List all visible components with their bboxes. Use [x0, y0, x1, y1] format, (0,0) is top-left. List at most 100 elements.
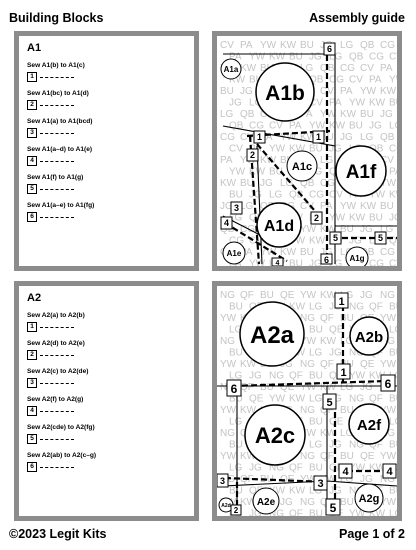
- step-number: 3: [27, 128, 37, 138]
- fabric-code: QF: [369, 302, 383, 313]
- seam-number: 5: [330, 501, 337, 515]
- fabric-code: QF: [240, 382, 254, 393]
- fabric-code: BU: [309, 144, 323, 155]
- fabric-code: KW: [289, 394, 306, 405]
- fabric-code: QF: [320, 359, 334, 370]
- fabric-code: YW: [349, 371, 366, 382]
- fabric-code: YW: [349, 463, 366, 474]
- fabric-code: YW: [260, 247, 277, 258]
- piece-label: A1f: [346, 162, 377, 183]
- fabric-code: YW: [349, 98, 366, 109]
- fabric-code: BU: [309, 325, 323, 336]
- fabric-code: JG: [309, 52, 322, 63]
- fabric-code: JG: [329, 348, 342, 359]
- fabric-code: YW: [220, 405, 237, 416]
- fabric-code: BU: [309, 509, 323, 517]
- step-number: 4: [27, 406, 37, 416]
- fabric-code: YW: [380, 451, 397, 462]
- fabric-code: YW: [300, 382, 317, 393]
- fabric-code: KW: [349, 213, 366, 224]
- fabric-code: YW: [309, 121, 326, 132]
- fabric-code: PA: [320, 201, 333, 212]
- fabric-code: NG: [300, 451, 315, 462]
- block-a2-title: A2: [27, 292, 42, 304]
- fabric-code: NG: [220, 336, 235, 347]
- document-title: Building Blocks: [9, 11, 104, 25]
- fabric-code: BU: [380, 201, 394, 212]
- step-number: 4: [27, 156, 37, 166]
- fabric-code: CG: [249, 121, 264, 132]
- fabric-code: NG: [300, 313, 315, 324]
- fabric-code: NG: [349, 394, 364, 405]
- fabric-code: BU: [289, 52, 303, 63]
- fabric-code: QF: [289, 509, 303, 517]
- fabric-code: CV: [269, 121, 283, 132]
- fabric-code: YW: [389, 75, 397, 86]
- fabric-code: PA: [220, 155, 233, 166]
- fabric-code: KW: [320, 382, 337, 393]
- fabric-code: YW: [269, 144, 286, 155]
- fabric-code: JG: [360, 224, 373, 235]
- fabric-code: PA: [260, 132, 273, 143]
- piece-label: A1d: [264, 218, 294, 235]
- fabric-code: QE: [329, 325, 344, 336]
- block-a2-steps: Sew A2(a) to A2(b) 1 Sew A2(d) to A2(e) …: [27, 312, 96, 480]
- fabric-code: QB: [289, 190, 304, 201]
- fabric-code: CV: [360, 63, 374, 74]
- fabric-code: LG: [340, 382, 354, 393]
- fabric-code: BU: [229, 348, 243, 359]
- block-a1-diagram: CVPAYWKWBUJGLGQBCGPAYWKWBUJGLGQBCGCVYWKW…: [212, 31, 402, 271]
- step-label: Sew A2(c) to A2(de): [27, 368, 89, 375]
- seam-dash: [40, 132, 74, 134]
- fabric-code: NG: [269, 509, 284, 517]
- fabric-code: LG: [240, 201, 254, 212]
- fabric-code: YW: [300, 428, 317, 439]
- piece-label: A2d: [221, 503, 230, 509]
- fabric-code: NG: [300, 359, 315, 370]
- fabric-code: CG: [369, 259, 384, 267]
- fabric-code: KW: [240, 359, 257, 370]
- fabric-code: YW: [360, 86, 377, 97]
- step-item: Sew A2(ab) to A2(c–g) 6: [27, 452, 96, 480]
- seam-number: 2: [234, 506, 239, 515]
- fabric-code: KW: [360, 201, 377, 212]
- fabric-code: CG: [380, 40, 395, 51]
- fabric-code: BU: [260, 290, 274, 301]
- fabric-code: KW: [260, 155, 277, 166]
- piece-label: A2g: [359, 493, 380, 505]
- fabric-code: KW: [369, 98, 386, 109]
- fabric-code: YW: [300, 336, 317, 347]
- seam-dash: [40, 354, 74, 356]
- step-number: 6: [27, 212, 37, 222]
- fabric-code: CG: [389, 144, 397, 155]
- step-item: Sew A2(c) to A2(de) 3: [27, 368, 96, 396]
- fabric-code: BU: [260, 382, 274, 393]
- fabric-code: QB: [369, 144, 384, 155]
- seam-number: 3: [220, 476, 225, 486]
- fabric-code: JG: [249, 371, 262, 382]
- fabric-code: BU: [220, 86, 234, 97]
- fabric-code: BU: [369, 213, 383, 224]
- seam-number: 4: [276, 260, 280, 266]
- fabric-code: QE: [249, 394, 264, 405]
- fabric-code: KW: [240, 451, 257, 462]
- fabric-code: YW: [289, 236, 306, 247]
- fabric-code: LG: [320, 155, 334, 166]
- fabric-code: LG: [329, 259, 343, 267]
- step-label: Sew A2(f) to A2(g): [27, 396, 84, 403]
- fabric-code: PA: [289, 121, 302, 132]
- fabric-code: KW: [389, 190, 397, 201]
- fabric-code: BU: [240, 178, 254, 189]
- fabric-code: YW: [300, 290, 317, 301]
- fabric-code: BU: [300, 247, 314, 258]
- step-number: 5: [27, 434, 37, 444]
- fabric-code: KW: [320, 428, 337, 439]
- fabric-code: BU: [309, 417, 323, 428]
- piece-label: A1e: [227, 249, 242, 258]
- fabric-code: YW: [380, 405, 397, 416]
- fabric-code: LG: [280, 178, 294, 189]
- fabric-code: BU: [389, 98, 397, 109]
- fabric-code: QB: [229, 121, 244, 132]
- fabric-code: CV: [380, 155, 394, 166]
- step-label: Sew A1(a–e) to A1(fg): [27, 202, 95, 209]
